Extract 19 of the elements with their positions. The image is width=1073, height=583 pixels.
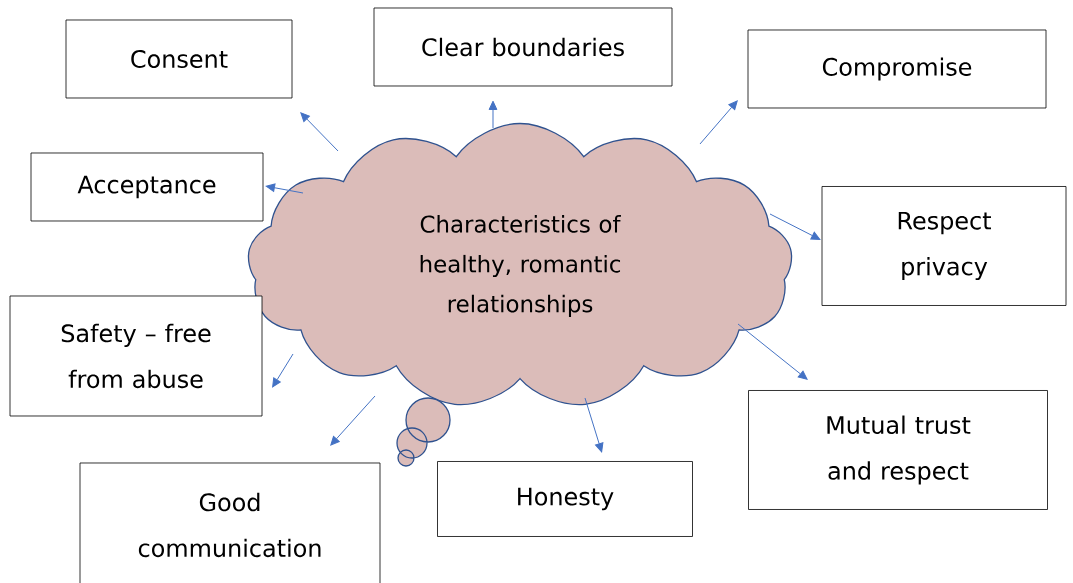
thought-cloud: Characteristics of healthy, romantic relationships <box>247 122 793 406</box>
arrow <box>769 213 821 240</box>
arrow <box>737 323 808 380</box>
arrow <box>300 112 339 152</box>
arrow <box>699 100 738 145</box>
text-box: Compromise <box>747 29 1047 109</box>
text-box: Honesty <box>437 461 693 537</box>
text-box: Clear boundaries <box>373 7 673 87</box>
text-box: Mutual trust and respect <box>748 390 1048 510</box>
arrow <box>488 100 498 129</box>
arrow <box>272 353 294 388</box>
text-box: Good communication <box>79 462 381 583</box>
arrow <box>265 183 304 194</box>
arrow <box>330 395 376 446</box>
text-box: Safety – free from abuse <box>9 295 263 417</box>
arrow <box>584 397 604 453</box>
text-box: Acceptance <box>30 152 264 222</box>
text-box: Consent <box>65 19 293 99</box>
text-box: Respect privacy <box>821 186 1067 306</box>
